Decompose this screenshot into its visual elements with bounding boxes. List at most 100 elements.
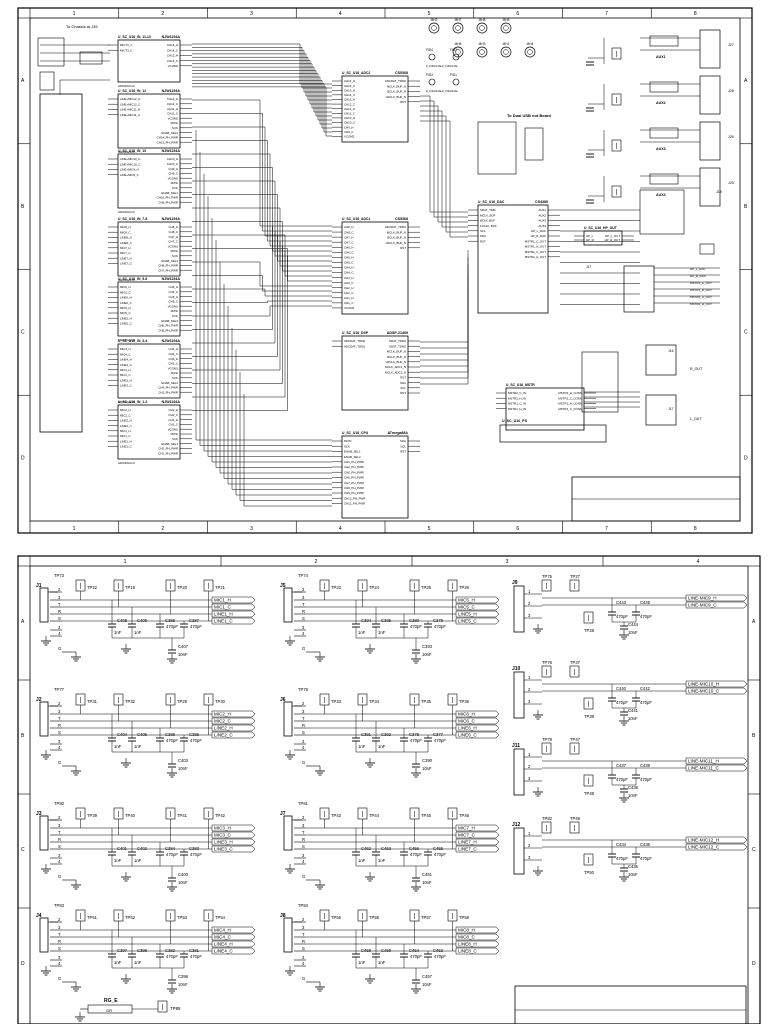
net-flag (455, 717, 500, 725)
ic-outline (341, 435, 409, 519)
aux-amp (649, 127, 679, 139)
cap-refdes: C435 (628, 864, 639, 869)
pin-label-left: SCL (480, 229, 486, 233)
jack-pin-label: G (302, 646, 305, 651)
cap-value: 10nF (178, 766, 188, 771)
pin-label-left: LINE6_H (120, 296, 132, 300)
zone-row-label: B (21, 733, 25, 739)
pin-label-left: CH4_H (344, 266, 353, 270)
fiducial-caption: Z_FIDUCIALZ_FIDUCIAL (426, 89, 458, 93)
pin-label-left: LINE8_C (120, 241, 132, 245)
aux-amp (649, 173, 679, 185)
tp-top-label: TP80 (54, 801, 65, 806)
pin-label-right: LRCLK_BUF_N (386, 95, 406, 99)
cap-refdes: C377 (433, 732, 444, 737)
test-point-label: TP32 (125, 699, 136, 704)
zone-row-label: B (744, 204, 748, 210)
net-label-text: LINE-MIC11_H (688, 759, 719, 764)
tp-top-label: TP84 (298, 903, 309, 908)
pin-label-left: CH5_C (344, 261, 353, 265)
cap-refdes: C459 (381, 948, 392, 953)
pin-label-right: CH12_C (167, 102, 178, 106)
cap-value: 1nF (134, 630, 142, 635)
net-label-line5-c: LINE5_C (455, 617, 500, 625)
pin-label-right: MOSI (171, 249, 179, 253)
jack-body (39, 815, 49, 851)
jack-pin-label: 4 (302, 859, 305, 864)
aux-header-label: J25 (728, 181, 734, 185)
net-flag (211, 610, 256, 618)
cap-refdes: C456 (409, 846, 420, 851)
pin-label-left: LINE+MIC9_H (120, 168, 139, 172)
pin-label-right: ADCDAT_TDM1 (385, 225, 407, 229)
sheet-1-inner-border (29, 17, 741, 522)
cap-refdes: C442 (640, 686, 651, 691)
trs-jack-body (513, 748, 525, 796)
pin-label-right: SDAT_TDM2 (389, 344, 406, 348)
cap-value: 470pF (434, 852, 446, 857)
net-label-text: LINE6_C (458, 733, 477, 738)
pin-label-left: LINE+MIC12_H (120, 97, 140, 101)
jack-body (283, 701, 293, 737)
jack-pin-label: G (58, 976, 61, 981)
net-label-text: MIC2_H (214, 712, 231, 717)
pin-label-right: SCK (172, 186, 178, 190)
net-flag (211, 710, 256, 718)
jack-pin-label: 2 (528, 764, 531, 769)
mounting-hole-icon: MH3 (476, 42, 488, 58)
pin-label-right: CH7_H (169, 235, 178, 239)
pin-label-right: MOSI (171, 121, 179, 125)
test-point-label: TP36 (459, 699, 470, 704)
pin-label-left: CH12_H (344, 98, 355, 102)
test-point-label: TP79 (542, 737, 553, 742)
pin-label-right: HP_L_DAC (531, 229, 546, 233)
pin-label-right: ADCDAT_TDM2 (385, 79, 407, 83)
net-flag (211, 617, 256, 625)
pin-label-left: LINE+MIC11_H (120, 108, 140, 112)
pin-label-right: MSTR1_C_CONN (558, 407, 582, 411)
pin-label-right: CH1_H (169, 418, 178, 422)
master-out-section (581, 351, 619, 413)
pin-label-left: CH7_H (344, 235, 353, 239)
fiducial-icon (428, 53, 436, 61)
jack-pin-label: S (58, 946, 61, 951)
ic-refdes: U_SC_U16_DAC (478, 200, 505, 204)
cap-refdes: C402 (137, 846, 148, 851)
net-label-mic3-c: MIC3_C (211, 831, 256, 839)
test-point-icon (583, 853, 594, 866)
zone-col-label: 1 (73, 11, 76, 17)
test-point-label: TP27 (570, 574, 581, 579)
test-point-label: TP44 (369, 813, 380, 818)
ic-outline (117, 153, 181, 209)
cap-refdes: C454 (409, 948, 420, 953)
ic-outline (341, 75, 409, 143)
hp-jack-label: J19 (716, 190, 722, 194)
net-label-line6-h: LINE6_H (455, 724, 500, 732)
pin-label-left: SDA (480, 234, 486, 238)
cap-refdes: C398 (137, 948, 148, 953)
jack-body (39, 701, 49, 737)
mounting-hole-icon (476, 46, 488, 58)
jack-body (39, 917, 49, 953)
usb-header (477, 121, 517, 175)
test-point-icon (583, 611, 594, 624)
cap-refdes: C441 (628, 708, 639, 713)
net-label-mic6-h: MIC6_H (455, 710, 500, 718)
fiducial-label: FID2 (450, 48, 457, 52)
tp-top-label: TP83 (54, 903, 65, 908)
pin-label-left: VCOM1 (344, 306, 355, 310)
zone-col-label: 1 (73, 526, 76, 532)
pin-label-right: MSTR1_C_OUT (525, 239, 546, 243)
pin-label-left: MIC7_C (120, 251, 131, 255)
net-label-line7-h: LINE7_H (455, 838, 500, 846)
cap-value: 10nF (628, 630, 638, 635)
pin-label-right: CH3_C (169, 362, 178, 366)
cap-value: 470pF (190, 954, 202, 959)
zone-row-label: C (21, 847, 25, 853)
pin-label-right: MSTR2_C_OUT (525, 250, 546, 254)
jack-refdes: J5 (280, 583, 286, 589)
fiducial-caption: Z_FIDUCIALZ_FIDUCIAL (426, 64, 458, 68)
